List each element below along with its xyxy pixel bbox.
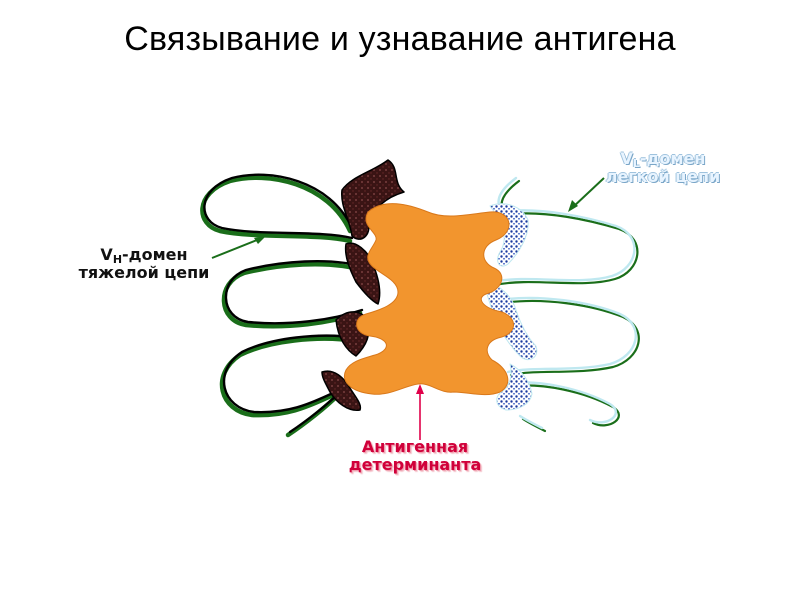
light-contact-bottom (496, 363, 533, 411)
antigen-shape (344, 203, 514, 396)
vh-domain-label: VH-домен тяжелой цепи (70, 246, 218, 282)
vl-pointer-arrow (568, 177, 605, 212)
heavy-contact-mid (344, 242, 381, 305)
antigen-label-line2: детерминанта (348, 455, 482, 474)
antigen-pointer-arrow (416, 384, 424, 440)
vl-subscript: L (632, 157, 640, 170)
heavy-contact-bottom (321, 370, 362, 411)
vl-domain-label-line2: легкой цепи (605, 167, 721, 186)
page-title: Связывание и узнавание антигена (124, 20, 676, 58)
heavy-contact-top (341, 159, 405, 240)
vh-prefix: V (100, 245, 113, 264)
vl-domain-label-line1: VL-домен (588, 149, 738, 170)
antigen-determinant-label: Антигенная детерминанта (335, 438, 495, 474)
vl-suffix: -домен (639, 149, 706, 168)
vl-prefix: V (620, 149, 633, 168)
vh-domain-label-line2: тяжелой цепи (78, 263, 210, 282)
vh-suffix: -домен (122, 245, 188, 264)
antigen-label-line1: Антигенная (361, 437, 469, 456)
light-chain-vl-domain (485, 176, 640, 433)
vh-pointer-arrow (211, 236, 266, 259)
vh-subscript: H (112, 253, 123, 266)
heavy-chain-vh-domain (200, 159, 405, 438)
vh-domain-label-line1: VH-домен (70, 245, 218, 266)
vl-domain-label: VL-домен легкой цепи (588, 150, 738, 186)
